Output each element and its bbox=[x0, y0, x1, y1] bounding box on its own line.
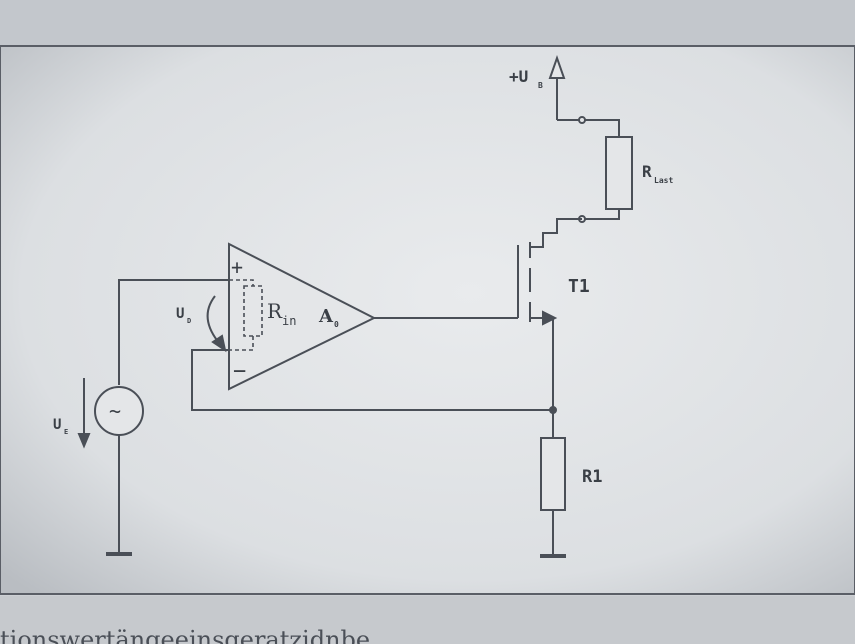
rin-bottom-lead bbox=[229, 336, 254, 351]
top-margin bbox=[0, 0, 855, 48]
drain-wire bbox=[530, 218, 582, 248]
ud-arrow-head bbox=[211, 334, 227, 353]
minus-sign: − bbox=[233, 359, 246, 384]
rin-label: R bbox=[267, 299, 283, 323]
input-voltage-label: U bbox=[53, 417, 61, 433]
r1-label: R1 bbox=[582, 467, 602, 487]
load-bottom-wire bbox=[582, 209, 620, 220]
plus-input-wire bbox=[118, 279, 229, 385]
bottom-margin bbox=[0, 596, 855, 644]
feedback-wire bbox=[191, 349, 553, 411]
gain-label-sub: 0 bbox=[334, 320, 339, 329]
diff-voltage-label: U bbox=[176, 306, 184, 322]
footer-text: tionswertängeeinsgeratzidnbe bbox=[0, 626, 370, 644]
gain-label: A bbox=[318, 306, 334, 327]
diagram-frame bbox=[0, 45, 855, 595]
ue-arrow-head bbox=[77, 433, 91, 449]
diff-voltage-label-sub: D bbox=[187, 317, 191, 325]
plus-sign: + bbox=[231, 255, 243, 279]
load-top-node bbox=[578, 116, 586, 124]
supply-label-sub: B bbox=[538, 81, 543, 90]
opamp-triangle bbox=[228, 242, 377, 391]
load-resistor-body bbox=[605, 136, 633, 210]
circuit-wires bbox=[77, 54, 633, 558]
rin-label-sub: in bbox=[282, 314, 296, 328]
load-label-sub: Last bbox=[654, 176, 673, 185]
load-label: R bbox=[642, 162, 652, 181]
input-voltage-label-sub: E bbox=[64, 428, 68, 436]
ac-symbol: ~ bbox=[109, 399, 121, 423]
rin-top-lead bbox=[229, 279, 254, 286]
supply-arrow bbox=[548, 54, 566, 79]
r1-body bbox=[540, 437, 566, 511]
mosfet-arrow bbox=[542, 310, 558, 326]
supply-label: +U bbox=[509, 67, 528, 86]
load-top-wire bbox=[557, 119, 620, 137]
transistor-label: T1 bbox=[568, 276, 590, 297]
